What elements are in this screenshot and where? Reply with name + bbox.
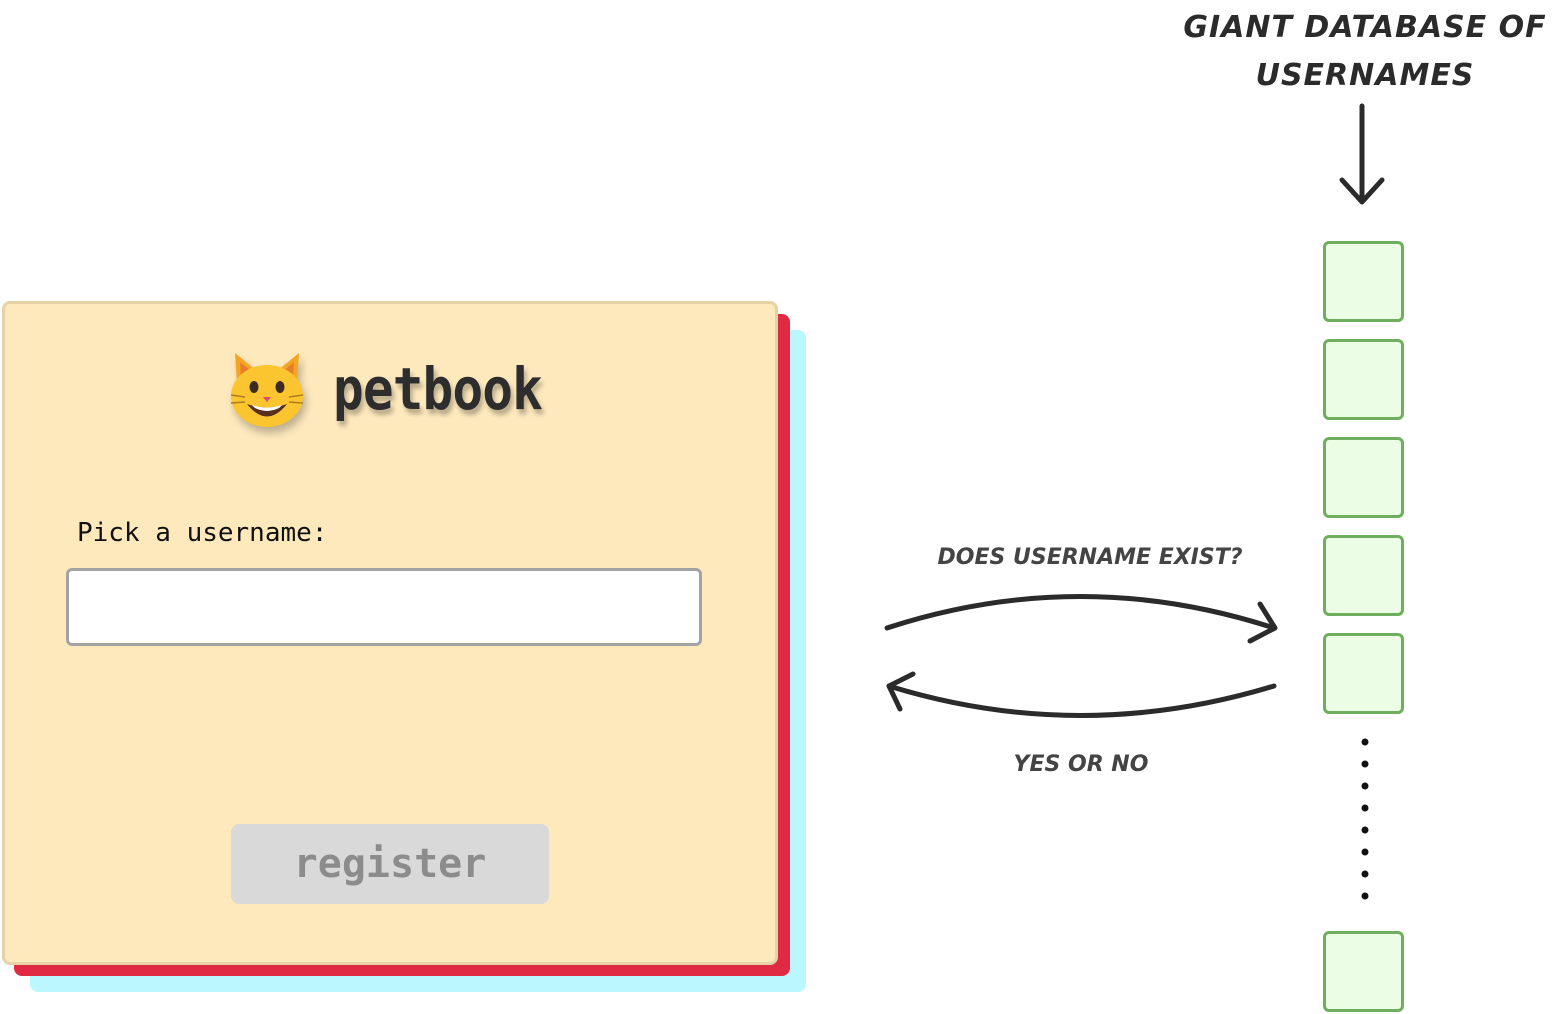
database-record <box>1323 535 1404 616</box>
database-record <box>1323 241 1404 322</box>
database-record <box>1323 339 1404 420</box>
signup-card: petbook Pick a username: register <box>2 301 778 965</box>
reply-label: YES OR NO <box>1013 752 1149 777</box>
username-input[interactable] <box>66 568 702 646</box>
database-title-line-2: USERNAMES <box>1255 58 1475 93</box>
database-title-line-1: GIANT DATABASE OF <box>1183 10 1547 45</box>
username-label: Pick a username: <box>77 518 328 548</box>
ellipsis-dots <box>1361 738 1369 900</box>
brand-header: petbook <box>227 344 570 434</box>
database-record <box>1323 633 1404 714</box>
database-title: GIANT DATABASE OF USERNAMES <box>1172 4 1554 100</box>
database-record <box>1323 437 1404 518</box>
database-pointer-arrow <box>1339 103 1385 205</box>
register-button[interactable]: register <box>231 824 549 904</box>
grinning-cat-icon <box>230 353 304 427</box>
database-record <box>1323 931 1404 1012</box>
query-label: DOES USERNAME EXIST? <box>937 545 1243 570</box>
reply-arrow <box>886 671 1277 718</box>
query-arrow <box>884 594 1278 644</box>
app-name: petbook <box>333 355 543 423</box>
